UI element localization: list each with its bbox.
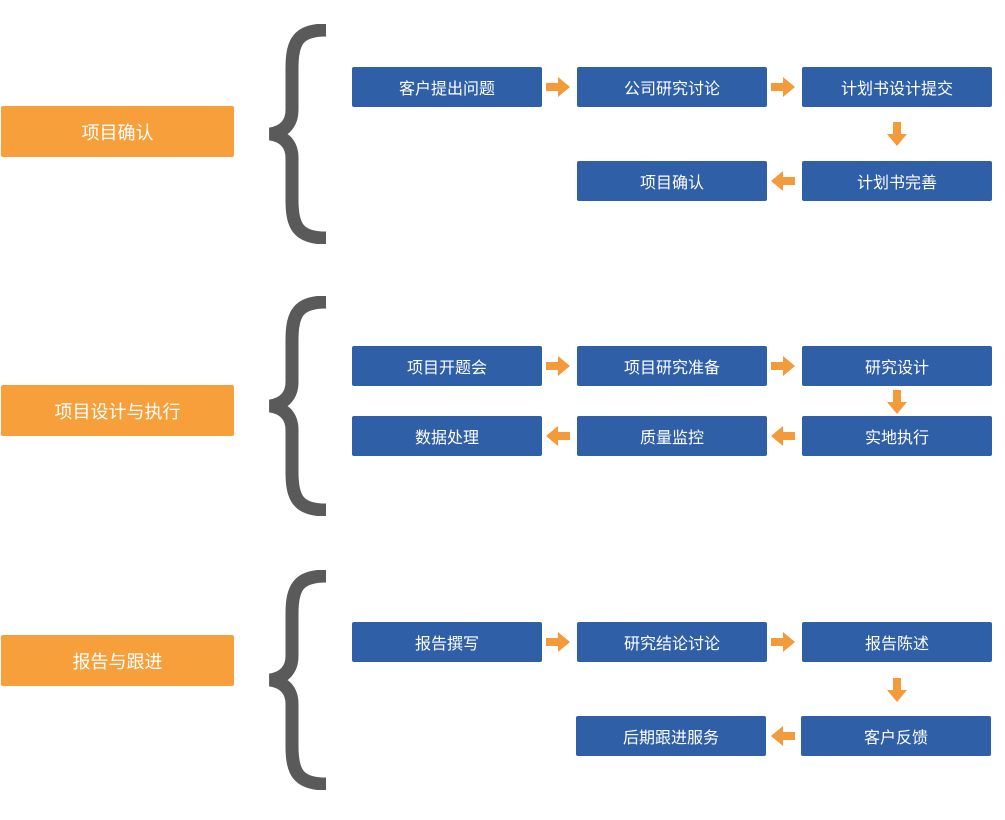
arrow-down-icon (887, 122, 907, 146)
step-followup-service: 后期跟进服务 (576, 716, 766, 756)
arrow-left-icon (546, 426, 570, 446)
arrow-right-icon (546, 356, 570, 376)
phase-design-execution: 项目设计与执行 (1, 385, 234, 436)
step-kickoff-meeting: 项目开题会 (352, 346, 542, 386)
step-proposal-refine: 计划书完善 (802, 161, 992, 201)
step-client-feedback: 客户反馈 (801, 716, 991, 756)
step-proposal-submit: 计划书设计提交 (802, 67, 992, 107)
step-quality-monitoring: 质量监控 (577, 416, 767, 456)
arrow-left-icon (771, 426, 795, 446)
bracket-icon (268, 296, 327, 516)
arrow-right-icon (771, 356, 795, 376)
step-data-processing: 数据处理 (352, 416, 542, 456)
step-client-question: 客户提出问题 (352, 67, 542, 107)
bracket-icon (268, 24, 327, 244)
arrow-right-icon (771, 632, 795, 652)
step-research-design: 研究设计 (802, 346, 992, 386)
phase-report-followup: 报告与跟进 (1, 635, 234, 686)
arrow-right-icon (546, 77, 570, 97)
arrow-right-icon (546, 632, 570, 652)
phase-project-confirm: 项目确认 (1, 106, 234, 157)
step-conclusion-discussion: 研究结论讨论 (577, 622, 767, 662)
arrow-left-icon (771, 171, 795, 191)
arrow-down-icon (887, 390, 907, 414)
step-report-presentation: 报告陈述 (802, 622, 992, 662)
step-research-prep: 项目研究准备 (577, 346, 767, 386)
bracket-icon (268, 570, 327, 790)
step-field-execution: 实地执行 (802, 416, 992, 456)
step-company-discussion: 公司研究讨论 (577, 67, 767, 107)
arrow-right-icon (771, 77, 795, 97)
arrow-left-icon (771, 726, 795, 746)
step-project-confirm: 项目确认 (577, 161, 767, 201)
step-report-writing: 报告撰写 (352, 622, 542, 662)
arrow-down-icon (887, 678, 907, 702)
